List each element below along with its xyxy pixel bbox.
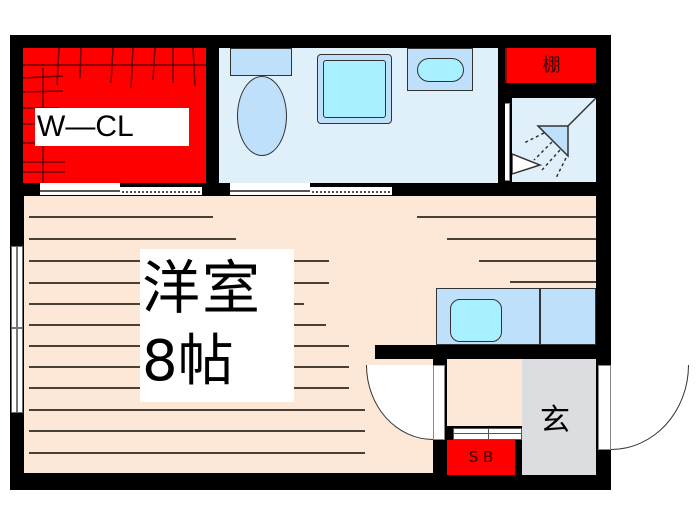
entrance-door[interactable] [611,365,689,450]
closet-sliding-door[interactable] [40,183,202,195]
walk-in-closet: W—CL [23,48,206,183]
shoe-box: S B [447,440,515,475]
toilet-icon [237,76,287,156]
shower-head-icon [512,98,596,179]
bath-shelf-wall [498,48,505,196]
stove-area [539,289,541,344]
entrance-door-leaf[interactable] [598,365,611,450]
shelf-label: 棚 [542,55,561,76]
bathroom [219,48,498,183]
washing-machine-pan [317,54,392,124]
entrance: 玄 [522,359,596,475]
closet-bath-wall [206,48,219,196]
room-size-label: 8帖 [142,329,234,394]
washbasin [407,48,473,91]
western-room-label: 洋室 8帖 [140,249,294,402]
kitchen-wall [375,345,611,359]
shoebox-door[interactable] [453,428,522,440]
shower-room [512,98,596,182]
room-type-label: 洋室 [142,254,263,322]
shower-bottom-wall [498,182,596,196]
toilet-tank [230,48,292,76]
shoebox-label: S B [468,448,494,466]
kitchen-sink-icon [450,299,502,342]
kitchen-counter [436,288,596,345]
shelf: 棚 [505,48,596,83]
sink-icon [417,58,464,82]
hallway [447,359,522,426]
bathroom-sliding-door[interactable] [230,183,392,195]
closet-label: W—CL [35,108,189,146]
shelf-shower-wall [505,83,596,98]
window[interactable] [11,246,23,413]
room-door-leaf[interactable] [433,365,445,440]
entrance-label: 玄 [540,403,570,438]
